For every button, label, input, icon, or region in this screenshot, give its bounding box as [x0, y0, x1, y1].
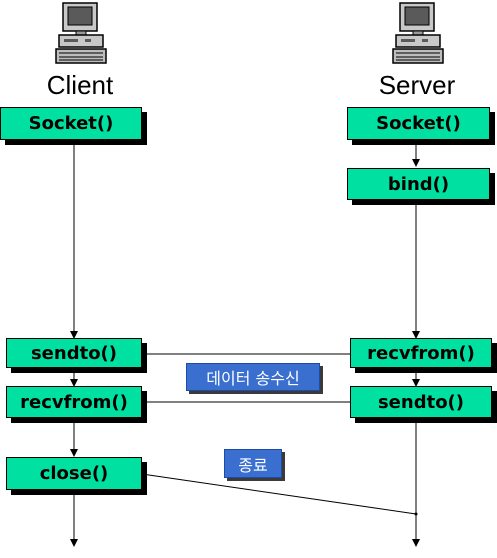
client-sendto-box[interactable]: sendto() — [6, 338, 142, 368]
server-recvfrom-box[interactable]: recvfrom() — [350, 338, 492, 368]
client-close-box[interactable]: close() — [6, 457, 142, 490]
server-socket-box[interactable]: Socket() — [347, 107, 490, 140]
client-computer-icon — [55, 2, 107, 64]
server-bind-box[interactable]: bind() — [347, 168, 490, 200]
server-computer-icon — [392, 2, 444, 64]
termination-label: 종료 — [224, 449, 282, 478]
close-endpoint — [414, 512, 418, 516]
server-heading: Server — [378, 70, 456, 100]
client-recvfrom-box[interactable]: recvfrom() — [6, 386, 142, 418]
client-socket-box[interactable]: Socket() — [0, 107, 142, 140]
data-exchange-label: 데이터 송수신 — [186, 363, 320, 391]
close-line — [141, 473, 417, 515]
server-sendto-box[interactable]: sendto() — [350, 386, 492, 418]
client-heading: Client — [46, 70, 114, 100]
